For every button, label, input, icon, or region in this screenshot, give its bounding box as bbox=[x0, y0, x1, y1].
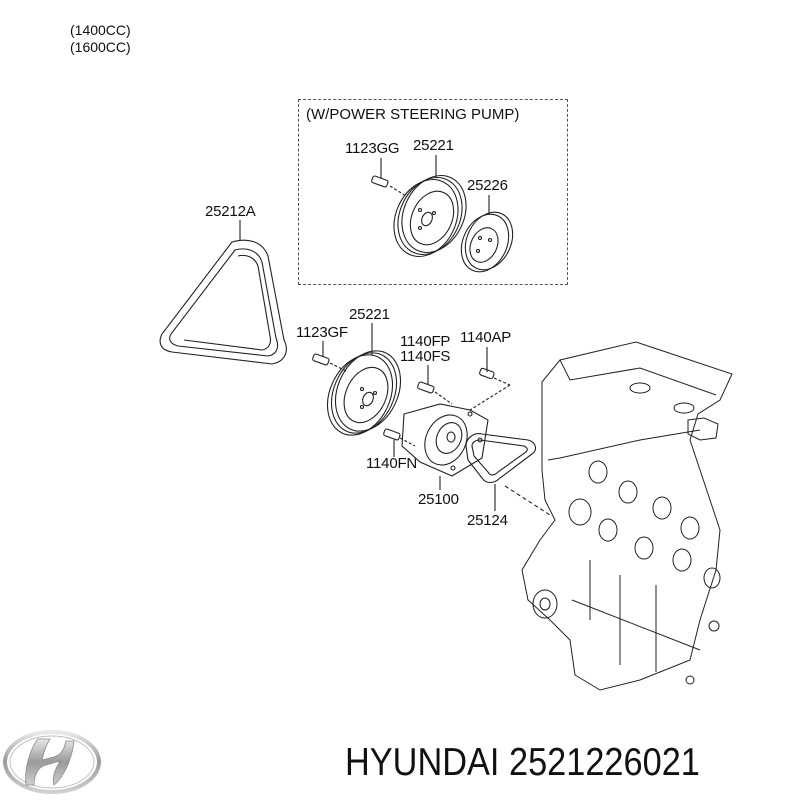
label-1140ap: 1140AP bbox=[460, 329, 512, 346]
option-pulley-25221-icon bbox=[393, 155, 467, 257]
bolt-1123gf-icon bbox=[312, 341, 349, 373]
bolt-1140fp-fs-icon bbox=[417, 365, 453, 405]
power-steering-option-box bbox=[298, 99, 568, 285]
label-1140fs: 1140FS bbox=[400, 348, 451, 365]
label-25221-pulley: 25221 bbox=[349, 306, 390, 323]
label-25124: 25124 bbox=[467, 512, 508, 529]
engine-note-1600: (1600CC) bbox=[70, 39, 131, 55]
option-bolt-1123gg-icon bbox=[371, 158, 407, 197]
engine-note-1400: (1400CC) bbox=[70, 22, 131, 38]
engine-block-icon bbox=[521, 341, 733, 691]
water-pump-pulley-25221-icon bbox=[326, 323, 402, 436]
brand-part-number-caption: HYUNDAI 2521226021 bbox=[345, 741, 700, 784]
exploded-parts-diagram bbox=[159, 155, 733, 691]
label-1123gg: 1123GG bbox=[345, 140, 400, 157]
hyundai-logo bbox=[2, 727, 102, 802]
drive-belt-25212a-icon bbox=[159, 220, 287, 365]
option-pulley-25226-icon bbox=[460, 195, 514, 273]
label-25221-option: 25221 bbox=[413, 137, 454, 154]
bolt-1140ap-icon bbox=[469, 347, 511, 411]
label-1123gf: 1123GF bbox=[296, 324, 348, 341]
label-1140fn: 1140FN bbox=[366, 455, 418, 472]
option-box-title: (W/POWER STEERING PUMP) bbox=[306, 106, 520, 123]
label-25226: 25226 bbox=[467, 177, 508, 194]
gasket-25124-icon bbox=[465, 433, 551, 516]
hyundai-logo-icon bbox=[3, 730, 101, 794]
label-25212a-belt: 25212A bbox=[205, 203, 256, 220]
label-1140fp: 1140FP bbox=[400, 333, 451, 350]
label-25100: 25100 bbox=[418, 491, 459, 508]
water-pump-25100-icon bbox=[401, 403, 489, 490]
